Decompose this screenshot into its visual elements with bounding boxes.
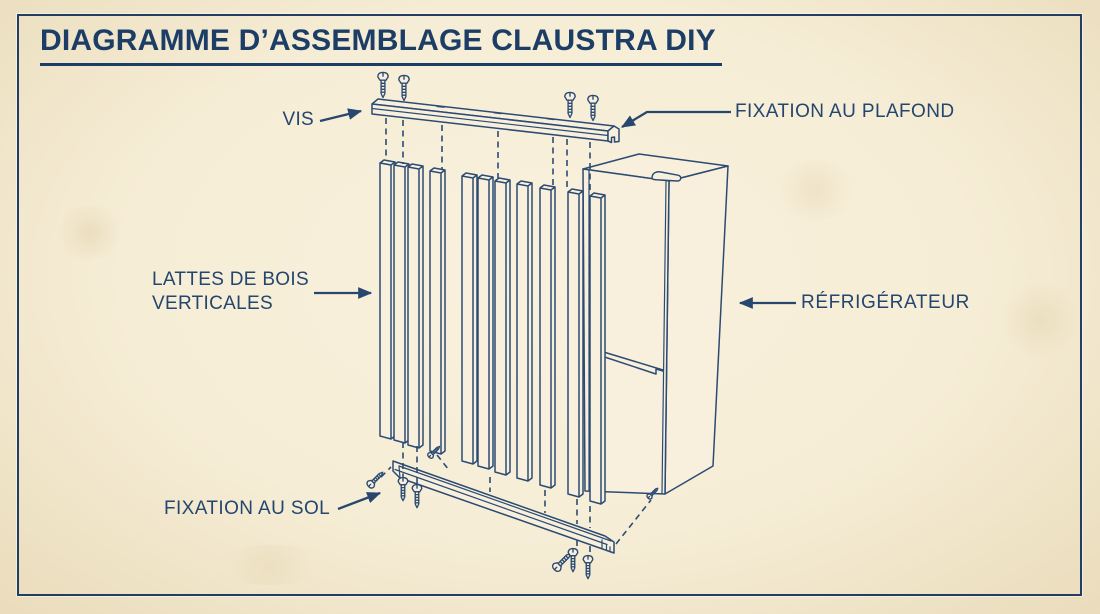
alignment-dashed-lines xyxy=(380,118,652,555)
screw-icon xyxy=(567,547,579,573)
fridge-door-edges xyxy=(588,169,667,494)
wood-slat xyxy=(379,159,396,440)
screw-icon xyxy=(398,74,410,102)
screw-icon xyxy=(582,554,594,580)
top-fixation-rail xyxy=(371,98,620,144)
ceiling-fixation-arrow xyxy=(620,110,731,128)
wood-slat xyxy=(567,188,584,498)
wood-slat xyxy=(407,163,424,449)
top-rail-groove xyxy=(371,107,609,137)
vis-arrow xyxy=(319,108,363,123)
label-refrigerator: RÉFRIGÉRATEUR xyxy=(801,292,970,313)
wood-slat xyxy=(516,180,533,482)
top-rail-channel-end xyxy=(607,125,620,144)
label-wood-slats-line2: VERTICALES xyxy=(152,293,273,314)
label-floor-fixation: FIXATION AU SOL xyxy=(164,498,331,519)
bottom-rail-channel-end xyxy=(601,539,611,553)
wood-slat xyxy=(589,192,606,505)
screw-icon xyxy=(564,91,576,119)
label-ceiling-fixation: FIXATION AU PLAFOND xyxy=(735,101,955,122)
wood-slat xyxy=(461,172,478,465)
bottom-fixation-rail xyxy=(392,460,615,554)
border-frame xyxy=(17,14,1082,596)
screw-icon xyxy=(397,476,409,502)
wood-slat xyxy=(393,161,410,444)
wood-slat xyxy=(539,184,556,489)
screw-icon xyxy=(377,71,389,99)
fridge-top-handle xyxy=(651,171,682,182)
top-rail-pilot-holes xyxy=(436,105,555,121)
page-title: DIAGRAMME D’ASSEMBLAGE CLAUSTRA DIY xyxy=(40,24,722,66)
screw-icon xyxy=(411,483,423,509)
wood-slat xyxy=(429,167,446,455)
wood-slat xyxy=(494,177,511,476)
wood-slat xyxy=(477,174,494,470)
fridge-freezer-divider xyxy=(596,349,664,375)
screw-icon xyxy=(587,94,599,122)
screw-icon xyxy=(365,468,387,490)
label-arrows xyxy=(314,108,796,511)
bottom-rail-groove xyxy=(394,465,612,546)
vertical-slats xyxy=(379,159,606,505)
label-vis: VIS xyxy=(282,109,314,130)
fridge-right-face xyxy=(664,165,729,495)
floor-fixation-arrow xyxy=(337,491,382,511)
label-wood-slats-line1: LATTES DE BOIS xyxy=(152,269,309,290)
label-wood-slats: LATTES DE BOIS VERTICALES xyxy=(152,268,309,316)
